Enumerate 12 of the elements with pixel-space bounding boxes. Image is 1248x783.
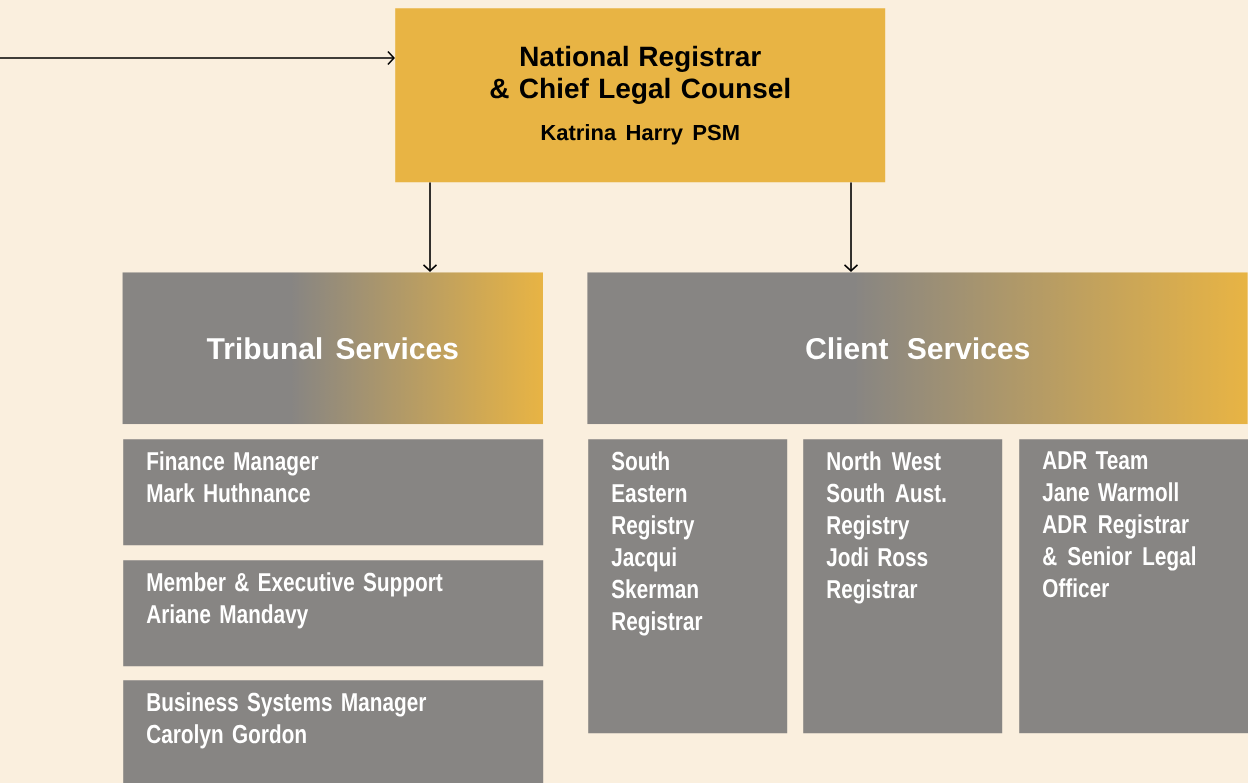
arrow bbox=[422, 181, 438, 272]
team-box: Member & Executive Support Ariane Mandavy bbox=[123, 560, 544, 667]
team-box: North West South Aust. Registry Jodi Ross Registrar bbox=[803, 439, 1003, 734]
arrow bbox=[0, 50, 395, 66]
department-header: Tribunal Services bbox=[206, 337, 458, 360]
department-header: Client Services bbox=[806, 337, 1029, 360]
team-box: South Eastern Registry Jacqui Skerman Registrar bbox=[588, 439, 788, 734]
registrar-box: National Registrar & Chief Legal Counsel Katrina Harry PSM bbox=[395, 8, 886, 183]
team-box: ADR Team Jane Warmoll ADR Registrar & Senior Legal Officer bbox=[1019, 439, 1248, 734]
team-box: Business Systems Manager Carolyn Gordon bbox=[123, 680, 544, 783]
arrow bbox=[843, 181, 859, 272]
team-box: Finance Manager Mark Huthnance bbox=[123, 439, 544, 546]
